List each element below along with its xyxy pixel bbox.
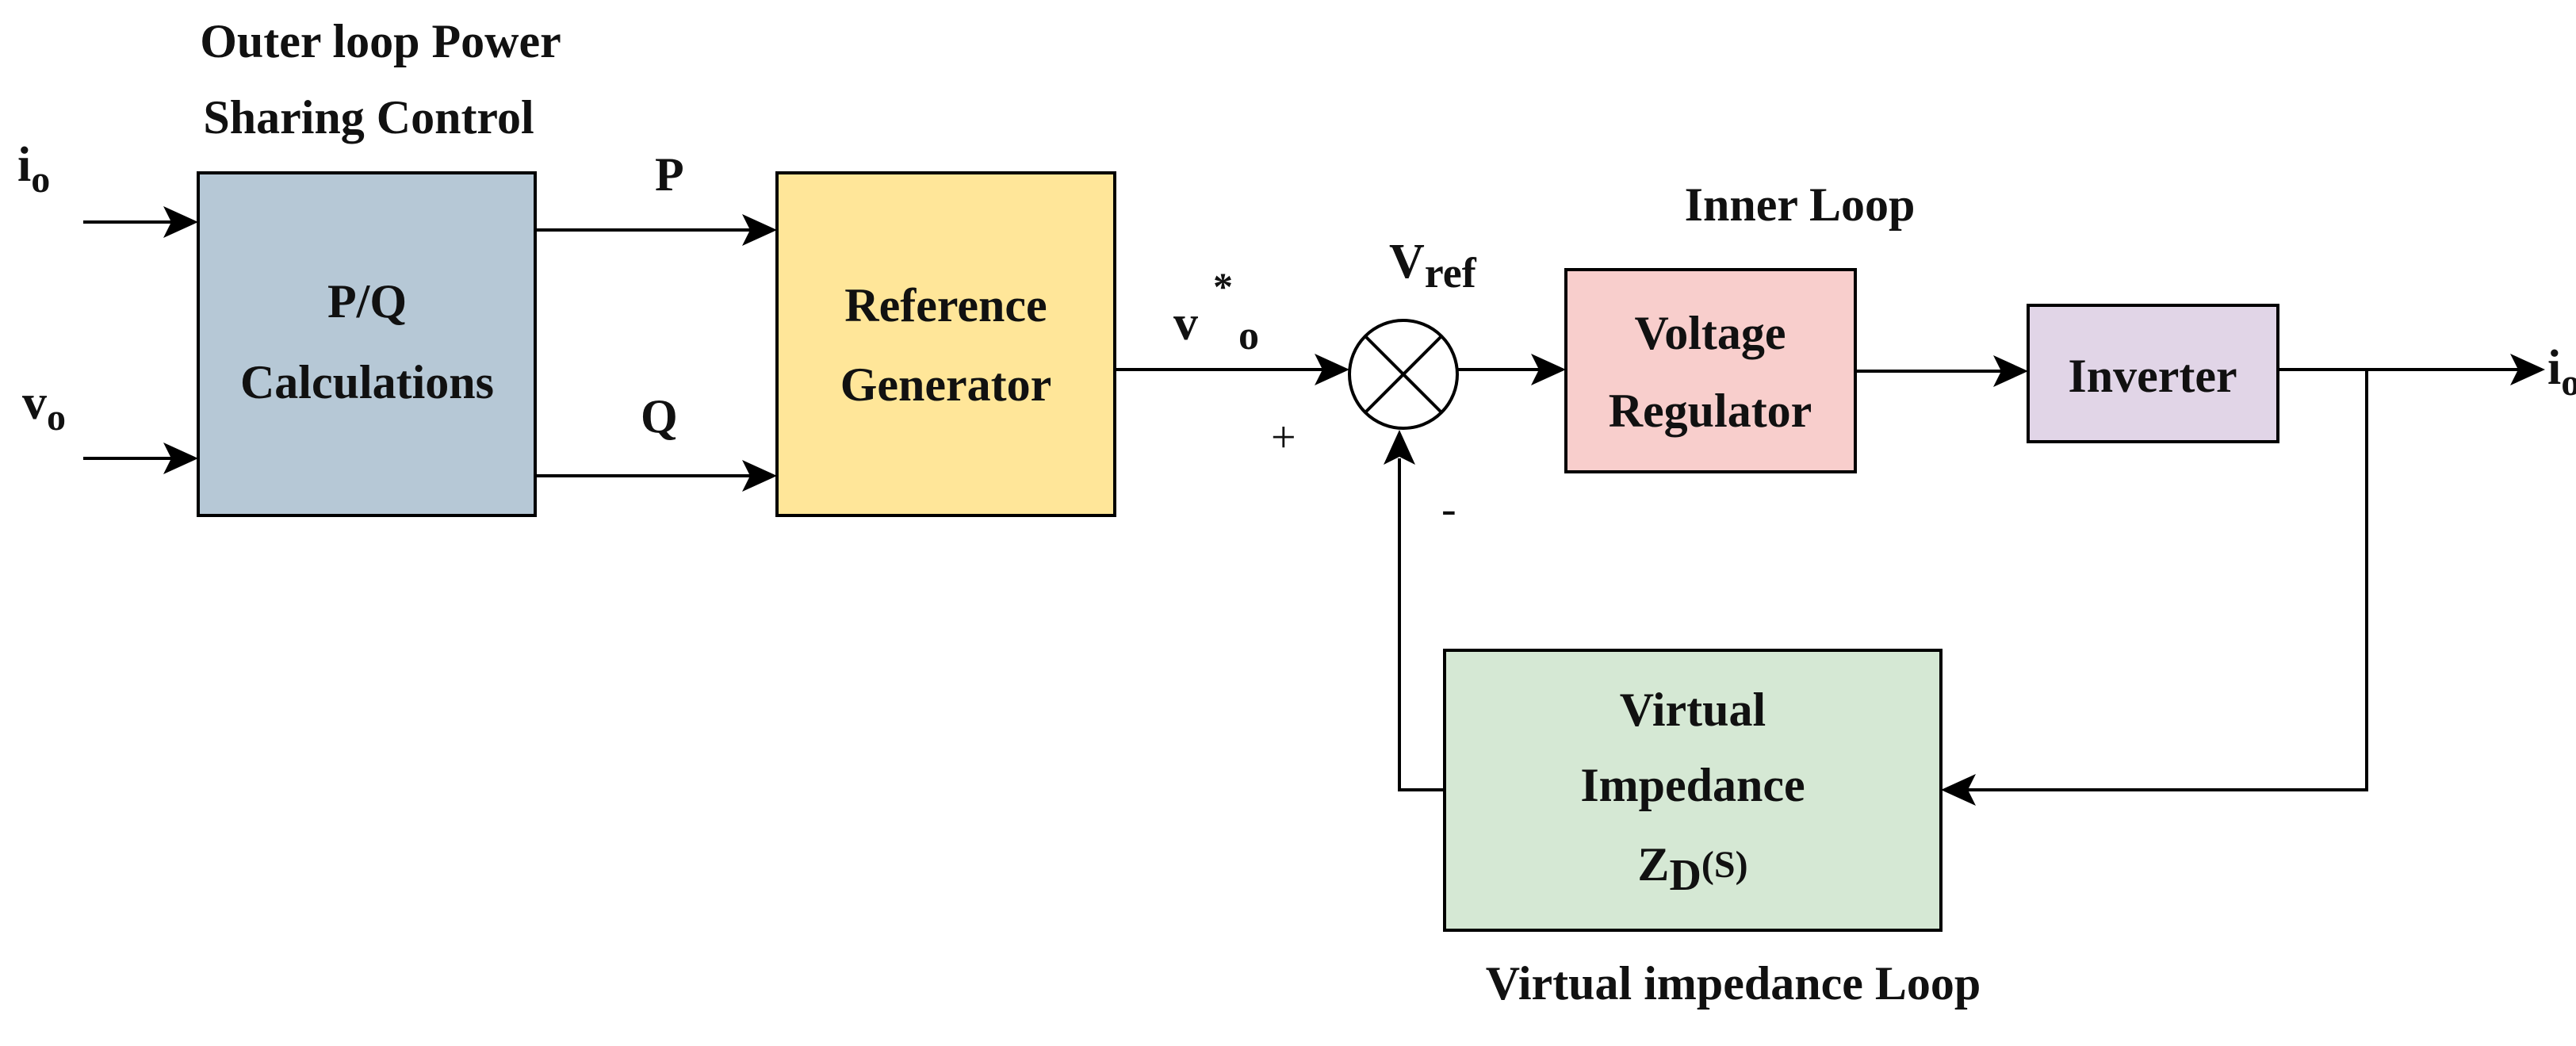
outer-loop-title-line-2: Sharing Control [203,91,534,144]
virtual-block-label-line-1: Virtual [1620,684,1766,736]
vo-star-label: v * o [1173,264,1259,358]
volt-block-label-line-2: Regulator [1609,385,1812,437]
inverter-block-label: Inverter [2068,350,2237,402]
svg-text:v: v [1173,297,1198,351]
arrow-io-out [2510,354,2545,385]
inverter-block [2027,304,2279,443]
zd-main: Z [1637,838,1669,891]
pq-calculations-block [197,171,537,517]
minus-sign: - [1441,485,1456,534]
svg-text:o: o [1238,313,1259,358]
svg-text:*: * [1213,264,1233,308]
io-output-label: io [2547,341,2576,404]
arrow-vo-in [163,443,198,474]
io-input-label: io [17,138,50,201]
arrow-feedback-summing [1384,430,1415,465]
q-signal-label: Q [641,390,678,443]
virtual-impedance-loop-title: Virtual impedance Loop [1486,957,1981,1010]
arrowheads [163,206,2545,806]
arrow-vref [1531,354,1566,385]
zd-argument: (S) [1701,844,1748,886]
inner-loop-title: Inner Loop [1685,178,1916,231]
p-signal-label: P [655,148,684,201]
arrow-io-in [163,206,198,238]
arrow-p [742,214,777,246]
zd-subscript: D [1669,851,1701,900]
volt-block-label-line-1: Voltage [1634,307,1786,359]
virtual-impedance-block [1443,649,1943,932]
reference-generator-block [775,171,1116,517]
virtual-block-transfer-function: ZD(S) [1637,838,1747,900]
vo-input-label: vo [22,376,66,439]
virtual-block-label-line-2: Impedance [1580,759,1805,811]
arrow-to-inverter [1993,355,2028,387]
summing-junction-icon [1348,319,1459,430]
voltage-regulator-block [1564,268,1857,473]
outer-loop-title-line-1: Outer loop Power [200,15,561,67]
pq-block-label-line-1: P/Q [327,275,407,328]
ref-block-label-line-1: Reference [844,279,1047,331]
arrow-q [742,460,777,492]
plus-sign: + [1271,413,1296,462]
pq-block-label-line-2: Calculations [240,356,494,408]
arrow-vo-star [1315,354,1349,385]
signal-lines [83,220,2520,791]
vref-label: Vref [1389,235,1477,297]
arrow-feedback-virtual [1941,774,1976,806]
ref-block-label-line-2: Generator [840,358,1052,411]
